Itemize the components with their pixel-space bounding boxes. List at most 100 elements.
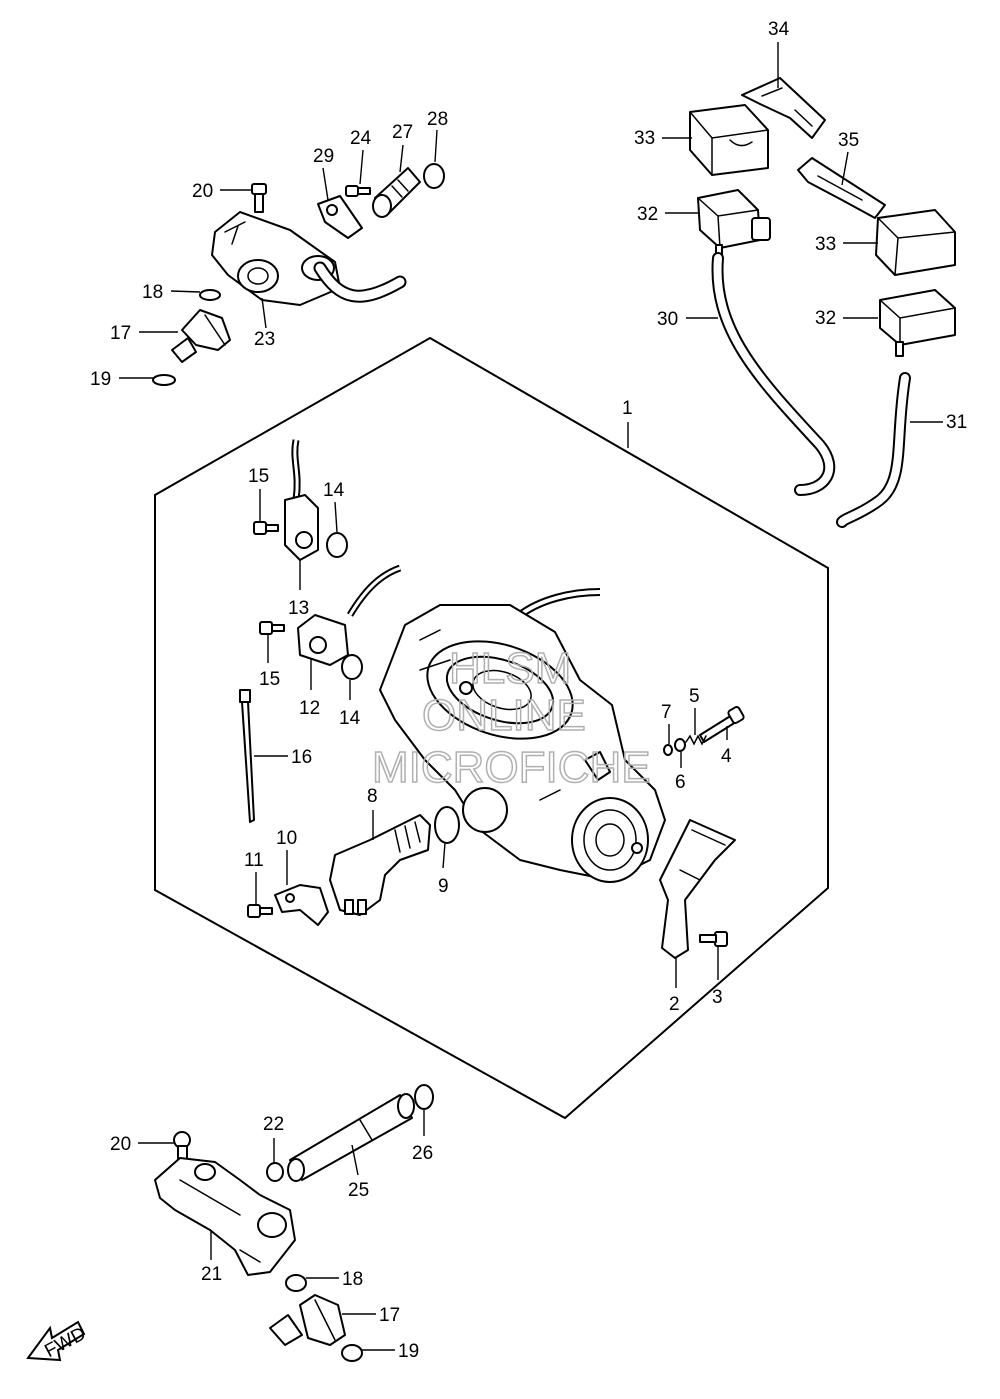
callout-25: 25: [348, 1180, 369, 1201]
plate-29: [317, 195, 363, 239]
o-ring-28: [423, 163, 445, 189]
callout-14: 14: [339, 708, 361, 729]
bracket-10: [274, 884, 329, 926]
cable-tie-16: [239, 689, 255, 823]
sensor-8: [329, 814, 431, 916]
callout-7: 7: [661, 702, 672, 723]
callout-14: 14: [323, 480, 345, 501]
o-ring-7: [663, 744, 673, 756]
callout-10: 10: [276, 828, 297, 849]
o-ring-14-upper: [326, 532, 348, 558]
o-ring-19-lower: [341, 1344, 363, 1362]
callout-5: 5: [689, 686, 700, 707]
screw-15-upper: [253, 521, 279, 535]
leader-line-25: [351, 1144, 359, 1176]
leader-line-24: [359, 149, 364, 185]
fwd-arrow-icon: [26, 1320, 86, 1362]
callout-35: 35: [838, 130, 859, 151]
callout-18: 18: [342, 1269, 363, 1290]
callout-4: 4: [721, 746, 732, 767]
injector-holder-23: [211, 211, 407, 306]
callout-16: 16: [291, 747, 312, 768]
callout-32: 32: [815, 308, 836, 329]
bracket-34: [741, 77, 826, 139]
callout-30: 30: [657, 309, 678, 330]
callout-32: 32: [637, 204, 658, 225]
callout-17: 17: [379, 1305, 400, 1326]
bracket-2: [659, 819, 736, 959]
watermark-line-2: ONLINE: [422, 691, 586, 740]
fuel-pipe-25: [287, 1093, 415, 1182]
o-ring-14-lower: [341, 654, 363, 680]
callout-26: 26: [412, 1143, 433, 1164]
callout-15: 15: [259, 669, 280, 690]
assembly-boundary: [154, 336, 829, 1120]
callout-28: 28: [427, 109, 448, 130]
tp-sensor-13: [284, 439, 319, 561]
idle-screw-4: [699, 706, 745, 743]
o-ring-18-upper: [199, 289, 221, 301]
callout-6: 6: [675, 772, 686, 793]
callout-22: 22: [263, 1114, 284, 1135]
callout-9: 9: [438, 876, 449, 897]
watermark-line-3: MICROFICHE: [372, 743, 651, 792]
callout-20: 20: [110, 1134, 131, 1155]
callout-19: 19: [398, 1341, 419, 1362]
callout-18: 18: [142, 282, 163, 303]
callout-13: 13: [288, 598, 309, 619]
callout-27: 27: [392, 122, 413, 143]
watermark-line-1: HLSM: [449, 644, 571, 693]
sensor-cover-33-upper: [689, 104, 769, 176]
leader-line-23: [261, 297, 267, 329]
leader-line-14: [334, 501, 338, 533]
spring-5: [685, 734, 707, 746]
bolt-20-lower: [173, 1131, 191, 1161]
callout-34: 34: [768, 19, 790, 40]
map-sensor-32-upper: [697, 189, 771, 260]
callout-33: 33: [815, 234, 836, 255]
callout-1: 1: [622, 398, 633, 419]
callout-21: 21: [201, 1264, 222, 1285]
callout-33: 33: [634, 128, 655, 149]
o-ring-9: [434, 806, 460, 844]
o-ring-19-upper: [152, 374, 176, 386]
bolt-20-upper: [251, 183, 267, 213]
throttle-body: [379, 588, 666, 883]
callout-11: 11: [244, 850, 264, 871]
callout-19: 19: [90, 369, 111, 390]
leader-line-28: [434, 129, 438, 163]
callout-23: 23: [254, 329, 275, 350]
leader-line-27: [399, 144, 404, 173]
sensor-12: [297, 564, 402, 666]
o-ring-22: [266, 1162, 284, 1182]
leader-line-29: [322, 167, 329, 201]
callout-15: 15: [248, 466, 269, 487]
callout-29: 29: [313, 146, 334, 167]
map-sensor-32-lower: [879, 289, 956, 357]
callout-24: 24: [350, 128, 372, 149]
callout-8: 8: [367, 786, 378, 807]
leader-line-35: [841, 151, 849, 186]
callout-31: 31: [946, 412, 967, 433]
washer-6: [674, 738, 686, 752]
callout-3: 3: [712, 987, 723, 1008]
callout-20: 20: [192, 181, 213, 202]
callout-2: 2: [669, 994, 680, 1015]
hose-30: [711, 252, 836, 496]
callout-17: 17: [110, 323, 131, 344]
screw-11: [247, 904, 273, 918]
screw-15-lower: [259, 621, 285, 635]
leader-lines: [119, 42, 943, 1351]
callout-labels: 34 33 35 32 33 30 32 31 1 29 24 27 28 20…: [90, 19, 967, 1362]
leader-line-9: [442, 842, 446, 869]
injector-17-upper: [171, 309, 231, 363]
o-ring-18-lower: [285, 1274, 307, 1292]
hose-31: [836, 372, 911, 528]
callout-12: 12: [299, 698, 320, 719]
fuel-pipe-27: [372, 167, 421, 218]
bracket-35: [797, 157, 886, 219]
sensor-cover-33-lower: [875, 209, 956, 276]
injector-17-lower: [269, 1294, 346, 1346]
